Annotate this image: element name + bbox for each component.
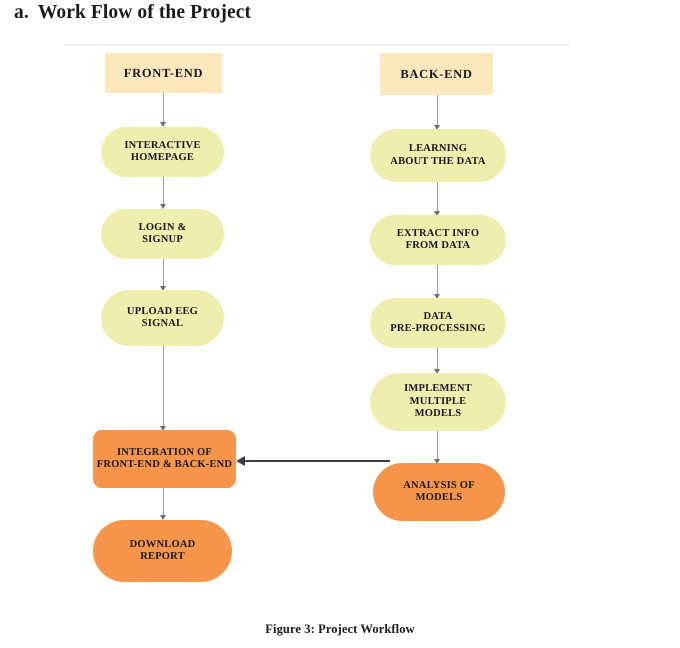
node-analysis-of-models-label: ANALYSIS OF MODELS: [403, 479, 475, 503]
node-upload-eeg-signal[interactable]: UPLOAD EEG SIGNAL: [101, 290, 224, 346]
node-download-report[interactable]: DOWNLOAD REPORT: [93, 520, 232, 582]
edge-integration-to-download-report: [163, 488, 164, 516]
arrowhead-down: [159, 515, 166, 520]
edge-implement-models-to-analysis: [437, 431, 438, 460]
node-download-report-label: DOWNLOAD REPORT: [129, 538, 196, 562]
edge-extract-info-to-preprocessing: [437, 265, 438, 295]
arrowhead-down: [433, 294, 440, 299]
node-back-end[interactable]: BACK-END: [380, 53, 493, 95]
node-analysis-of-models[interactable]: ANALYSIS OF MODELS: [373, 463, 505, 521]
node-interactive-homepage[interactable]: INTERACTIVE HOMEPAGE: [101, 127, 224, 177]
heading-marker: a.: [14, 2, 29, 23]
workflow-diagram: FRONT-END INTERACTIVE HOMEPAGE LOGIN & S…: [0, 34, 680, 614]
heading-text: Work Flow of the Project: [37, 2, 252, 23]
edge-back-end-to-learning: [437, 95, 438, 126]
node-integration[interactable]: INTEGRATION OF FRONT-END & BACK-END: [93, 430, 236, 488]
arrowhead-left: [236, 455, 245, 466]
node-learning-about-data-label: LEARNING ABOUT THE DATA: [390, 143, 486, 167]
arrowhead-down: [159, 286, 166, 291]
node-front-end[interactable]: FRONT-END: [105, 53, 222, 93]
arrowhead-down: [159, 122, 166, 127]
node-integration-label: INTEGRATION OF FRONT-END & BACK-END: [96, 446, 233, 470]
node-login-signup[interactable]: LOGIN & SIGNUP: [101, 209, 224, 259]
node-implement-models[interactable]: IMPLEMENT MULTIPLE MODELS: [370, 373, 506, 431]
edge-preprocessing-to-implement-models: [437, 348, 438, 370]
figure-caption: Figure 3: Project Workflow: [265, 622, 415, 636]
edge-login-signup-to-upload-eeg: [163, 259, 164, 287]
node-learning-about-data[interactable]: LEARNING ABOUT THE DATA: [370, 129, 506, 182]
arrowhead-down: [433, 369, 440, 374]
page-title: a. Work Flow of the Project: [14, 2, 251, 24]
edge-interactive-homepage-to-login-signup: [163, 177, 164, 205]
node-extract-info-label: EXTRACT INFO FROM DATA: [396, 227, 480, 251]
arrowhead-down: [159, 204, 166, 209]
node-front-end-label: FRONT-END: [123, 65, 204, 80]
node-implement-models-label: IMPLEMENT MULTIPLE MODELS: [404, 383, 472, 420]
node-upload-eeg-signal-label: UPLOAD EEG SIGNAL: [126, 305, 199, 329]
figure-top-rule: [64, 44, 570, 46]
node-login-signup-label: LOGIN & SIGNUP: [138, 221, 187, 245]
arrowhead-down: [159, 426, 166, 431]
edge-learning-to-extract-info: [437, 182, 438, 212]
arrowhead-down: [433, 459, 440, 464]
node-data-preprocessing[interactable]: DATA PRE-PROCESSING: [370, 298, 506, 348]
arrowhead-down: [433, 211, 440, 216]
edge-front-end-to-interactive-homepage: [163, 93, 164, 123]
node-data-preprocessing-label: DATA PRE-PROCESSING: [390, 310, 486, 334]
edge-upload-eeg-to-integration: [163, 346, 164, 427]
arrowhead-down: [433, 125, 440, 130]
node-back-end-label: BACK-END: [400, 66, 473, 81]
edge-analysis-to-integration: [245, 460, 390, 462]
node-interactive-homepage-label: INTERACTIVE HOMEPAGE: [124, 139, 201, 163]
node-extract-info[interactable]: EXTRACT INFO FROM DATA: [370, 215, 506, 265]
